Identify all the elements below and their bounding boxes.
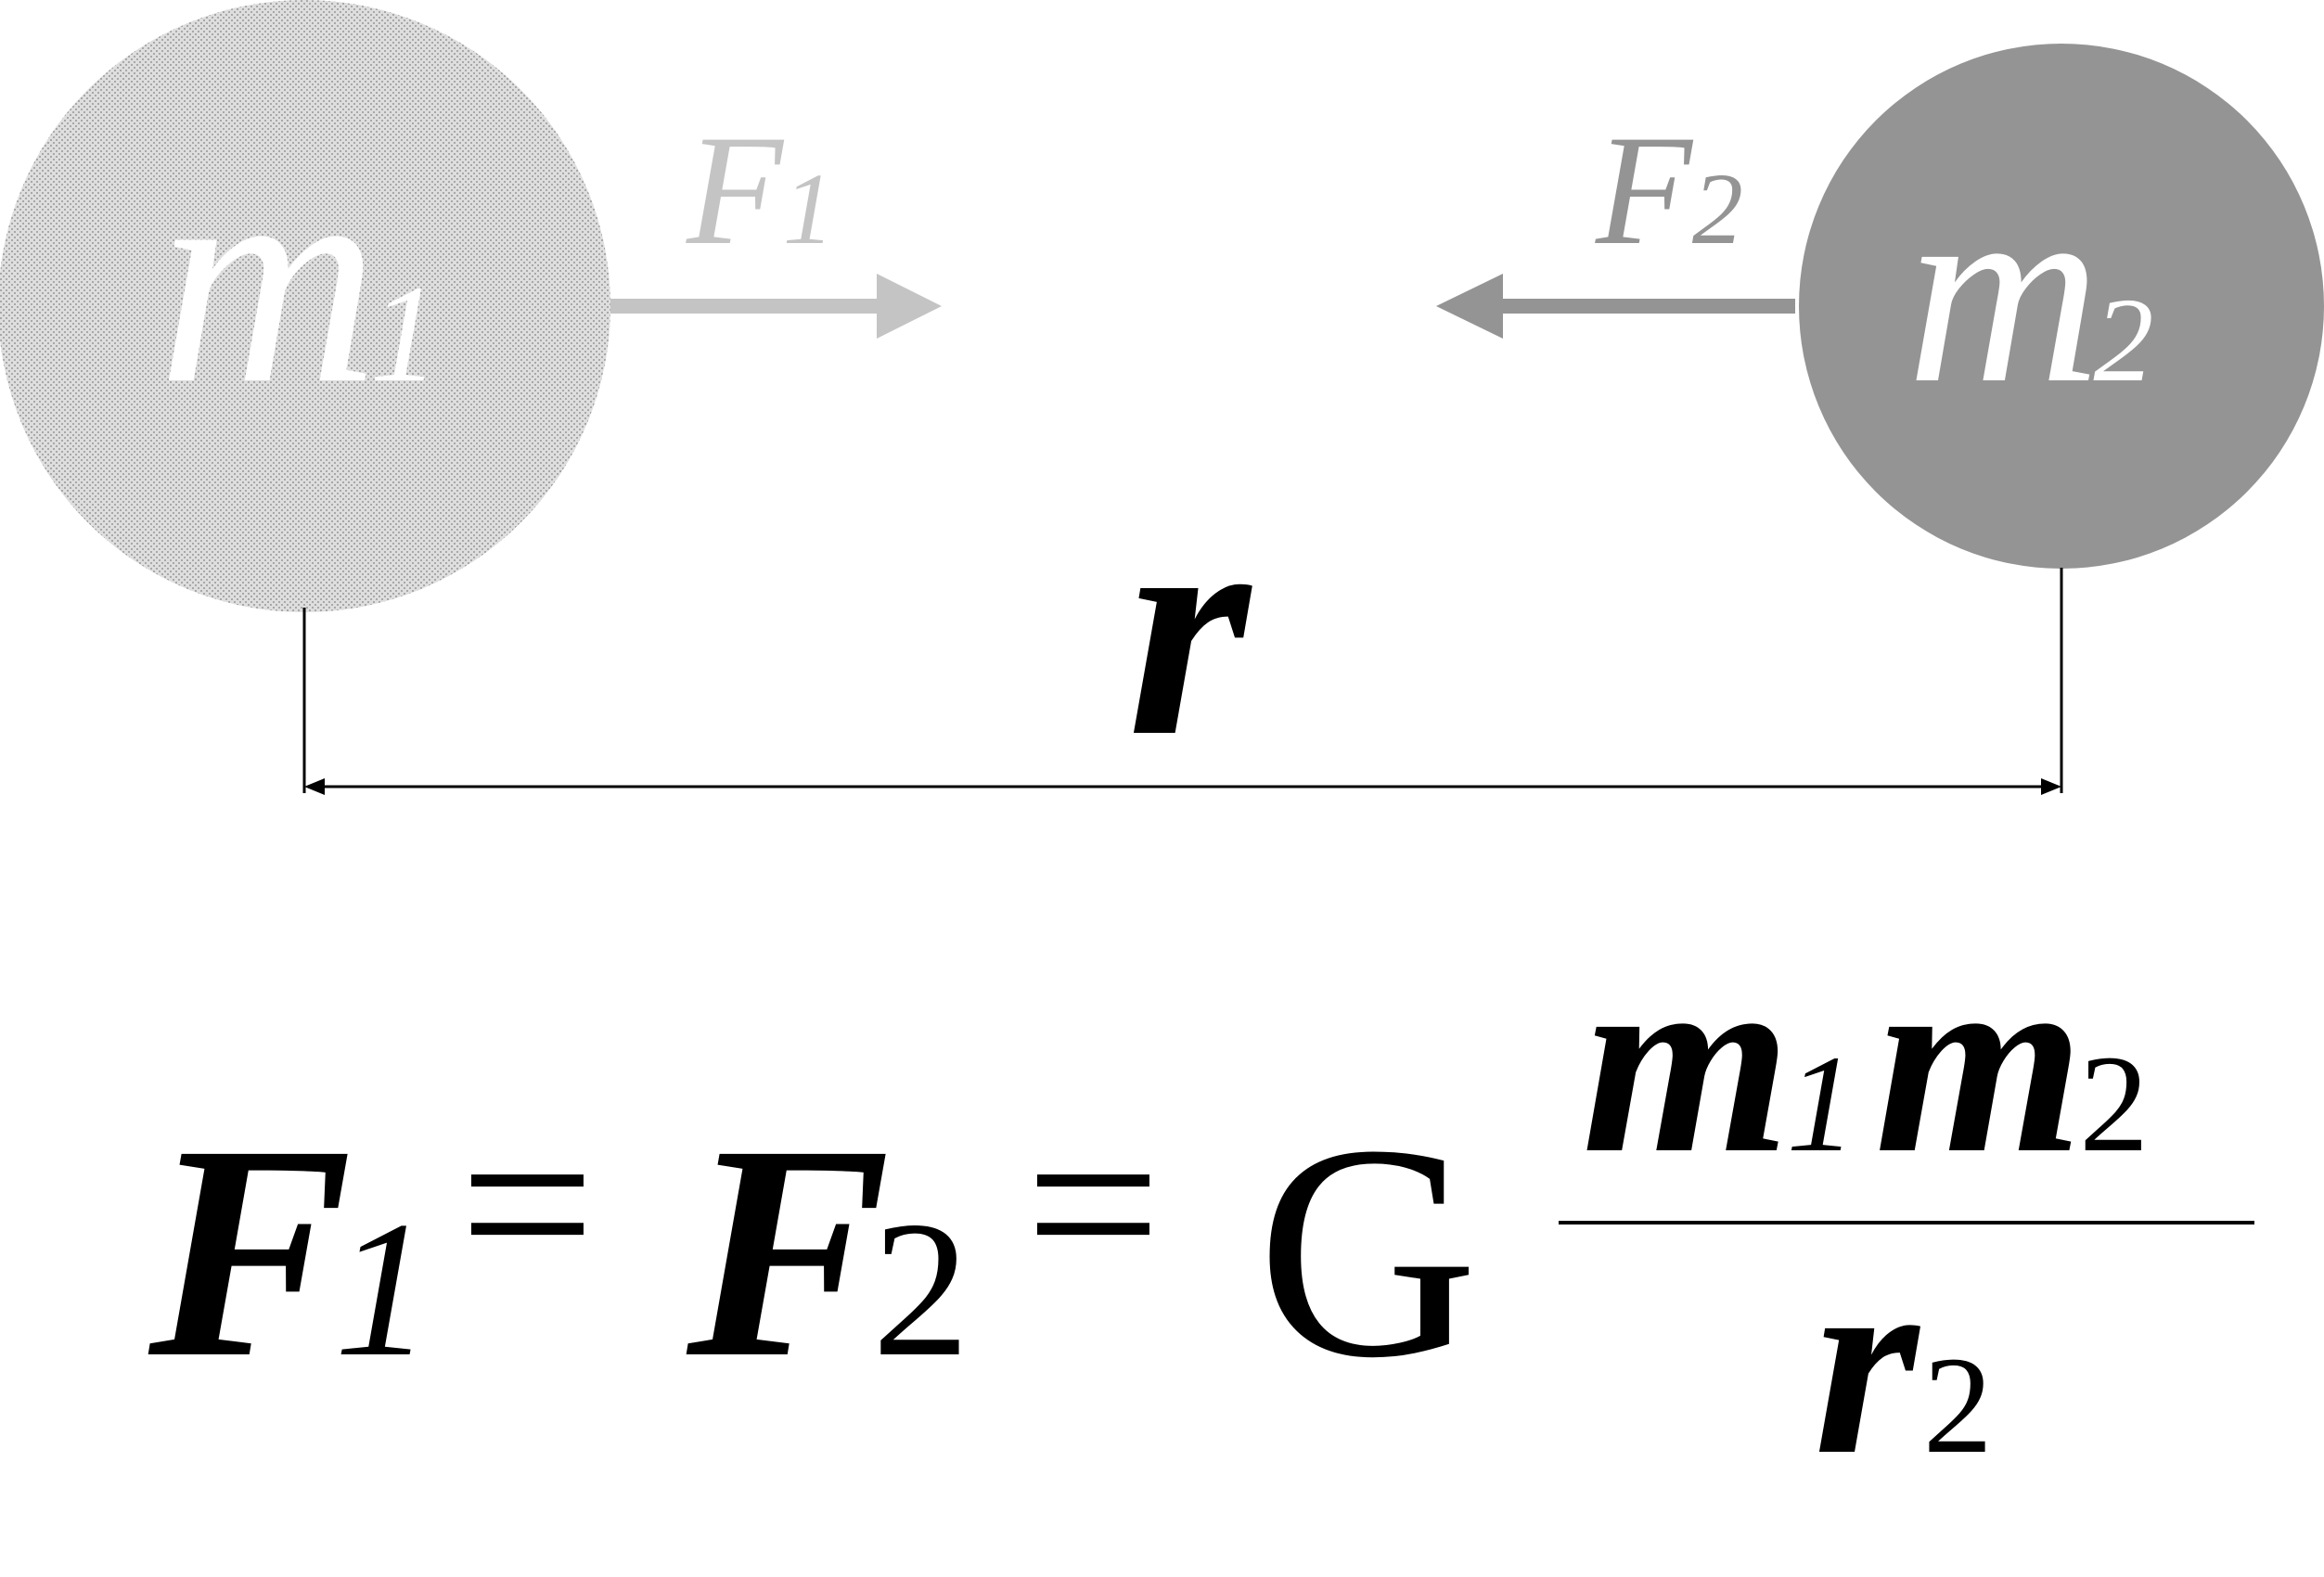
force-2-arrowhead <box>1436 274 1503 339</box>
distance-arrowhead-right <box>2041 778 2061 795</box>
formula-numerator: m1m2 <box>1582 911 2149 1209</box>
formula-denominator: r2 <box>1814 1212 1993 1510</box>
distance-label: r <box>1127 452 1255 801</box>
distance-arrowhead-left <box>304 778 325 795</box>
mass-1: m1 <box>0 0 610 612</box>
force-2: F2 <box>1436 103 1795 339</box>
force-1-label: F1 <box>686 103 834 277</box>
formula-constant-g: G <box>1257 1083 1478 1421</box>
mass-1-label: m1 <box>158 109 439 447</box>
formula-equals-2: = <box>1025 1071 1162 1338</box>
formula-f2: F2 <box>682 1083 969 1421</box>
mass-2-circle <box>1799 44 2324 569</box>
force-1-arrowhead <box>877 274 942 339</box>
formula-equals-1: = <box>459 1071 596 1338</box>
distance-dimension: r <box>302 452 2063 801</box>
mass-1-circle <box>0 0 610 612</box>
mass-2: m2 <box>1799 44 2324 569</box>
force-1: F1 <box>610 103 942 339</box>
formula-f1: F1 <box>144 1083 431 1421</box>
force-2-label: F2 <box>1595 103 1743 277</box>
mass-2-label: m2 <box>1907 141 2153 439</box>
gravitation-formula: F1 = F2 = G m1m2 r2 <box>144 911 2254 1510</box>
